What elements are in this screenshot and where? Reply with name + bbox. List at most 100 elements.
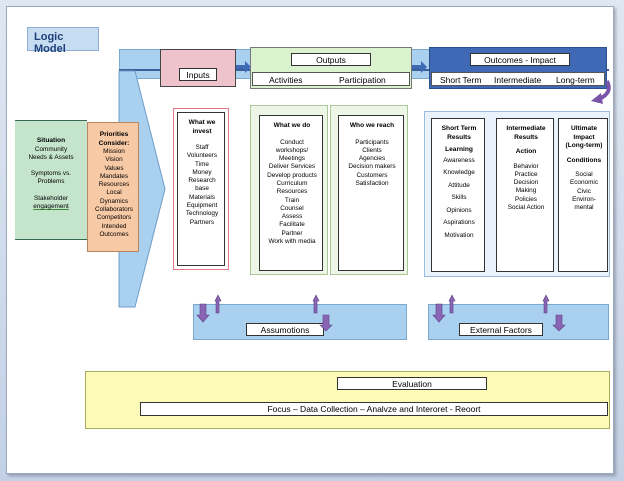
do-title: What we do: [273, 122, 311, 129]
intermediate-results-box: Intermediate Results Action Behavior Pra…: [496, 118, 554, 272]
reach-item: Participants: [355, 138, 389, 146]
ultimate-title: Impact: [573, 133, 595, 141]
assumptions-up-arrow-2: [312, 294, 320, 314]
do-item: Resources: [276, 188, 308, 196]
situation-line: Stakeholder: [33, 194, 69, 202]
vertical-arrows: [196, 294, 566, 332]
situation-line: Community: [34, 145, 68, 153]
reach-item: Clients: [362, 146, 382, 154]
ultimate-impact-box: Ultimate Impact (Long-term) Conditions S…: [558, 118, 608, 272]
external-down-arrow-1: [432, 303, 446, 323]
priorities-item: Outcomes: [99, 230, 129, 238]
short-item: Awareness: [443, 156, 475, 164]
external-up-arrow-2: [542, 294, 550, 314]
ultimate-title: (Long-term): [565, 142, 603, 149]
invest-item: Time: [195, 160, 209, 168]
reach-item: Customers: [356, 171, 388, 179]
short-title: Results: [447, 133, 471, 141]
who-we-reach-box: Who we reach Participants Clients Agenci…: [338, 115, 404, 271]
assumptions-down-arrow-2: [319, 314, 333, 332]
outcomes-subheader: Short Term Intermediate Long-term: [431, 72, 605, 86]
intermediate-item: Decision: [513, 179, 539, 187]
invest-item: Staff: [195, 144, 209, 151]
priorities-item: Local: [106, 189, 122, 197]
priorities-title: Priorities: [99, 131, 129, 138]
outputs-label: Outputs: [291, 53, 371, 66]
priorities-item: Intended: [101, 222, 127, 230]
participation-label: Participation: [339, 75, 386, 85]
reach-title: Who we reach: [349, 122, 395, 129]
priorities-item: Resources: [98, 181, 130, 189]
do-item: Train: [284, 196, 300, 204]
invest-item: Equipment: [186, 202, 218, 210]
do-item: Conduct: [280, 138, 304, 146]
intermediate-item: Making: [515, 187, 537, 195]
reach-item: Agencies: [358, 155, 386, 163]
short-heading: Learning: [445, 146, 473, 153]
focus-label: Focus – Data Collection – Analvze and In…: [140, 402, 608, 416]
short-title: Short Term: [441, 125, 477, 132]
priorities-subtitle: Consider:: [98, 139, 130, 147]
priorities-item: Vision: [105, 156, 123, 164]
ultimate-item: mental: [574, 204, 594, 212]
evaluation-band: Evaluation Focus – Data Collection – Ana…: [85, 371, 610, 429]
assumptions-up-arrow-1: [214, 294, 222, 314]
intermediate-title: Intermediate: [506, 125, 546, 132]
intermediate-item: Behavior: [513, 162, 539, 170]
assumptions-band: Assumotions: [193, 304, 407, 340]
outputs-to-outcomes-arrow: [412, 61, 427, 73]
assumptions-down-arrow-1: [196, 303, 210, 323]
short-term-label: Short Term: [440, 75, 482, 85]
invest-item: Materials: [189, 193, 215, 201]
do-item: Counsel: [280, 204, 304, 212]
priorities-item: Dynamics: [99, 197, 129, 205]
external-down-arrow-2: [552, 314, 566, 332]
short-term-results-box: Short Term Results Learning Awareness Kn…: [431, 118, 485, 272]
outcomes-label: Outcomes - Impact: [470, 53, 570, 66]
invest-item: Research: [188, 177, 216, 185]
invest-item: Money: [192, 168, 212, 176]
situation-underlined: engagement: [33, 202, 69, 210]
ultimate-item: Social: [575, 171, 593, 178]
priorities-item: Mission: [103, 148, 125, 155]
do-item: Meetings: [279, 155, 305, 163]
short-item: Skills: [451, 194, 467, 201]
priorities-item: Collaborators: [94, 206, 133, 214]
situation-line: Needs & Assets: [28, 153, 74, 161]
inputs-header: Inputs: [160, 49, 236, 87]
short-item: Motivation: [444, 231, 474, 239]
curved-arrow-head: [591, 93, 603, 104]
long-term-label: Long-term: [556, 75, 595, 85]
invest-item: Technology: [185, 210, 219, 218]
intermediate-item: Policies: [514, 195, 538, 203]
page-title: Logic Model: [27, 27, 99, 55]
situation-title: Situation: [36, 137, 66, 144]
evaluation-label: Evaluation: [337, 377, 487, 390]
intermediate-item: Practice: [514, 170, 538, 178]
inputs-label: Inputs: [179, 68, 217, 81]
outcomes-header: Outcomes - Impact Short Term Intermediat…: [429, 47, 607, 89]
do-item: Deliver Services: [268, 163, 316, 171]
priorities-item: Mandates: [99, 172, 129, 180]
situation-line: Symptoms vs.: [30, 170, 72, 178]
invest-item: Partners: [189, 218, 215, 226]
ultimate-heading: Conditions: [566, 156, 602, 164]
invest-title: invest: [192, 127, 212, 135]
what-we-do-box: What we do Conduct workshops/ Meetings D…: [259, 115, 323, 271]
outputs-header: Outputs Activities Participation: [250, 47, 412, 89]
intermediate-heading: Action: [515, 148, 537, 155]
do-item: Develop products: [267, 171, 317, 179]
do-item: Work with media: [268, 238, 316, 246]
intermediate-label: Intermediate: [494, 75, 542, 85]
short-item: Attitude: [448, 181, 470, 189]
external-factors-band: External Factors: [428, 304, 609, 340]
ultimate-item: Civic: [577, 187, 591, 195]
ultimate-title: Ultimate: [570, 125, 597, 132]
what-we-invest-box: What we invest Staff Volunteers Time Mon…: [177, 112, 225, 266]
ultimate-item: Environ-: [572, 195, 596, 203]
invest-item: Volunteers: [186, 152, 218, 160]
priorities-item: Competitors: [96, 214, 132, 222]
do-item: Curriculum: [276, 179, 308, 187]
intermediate-title: Results: [514, 133, 538, 141]
